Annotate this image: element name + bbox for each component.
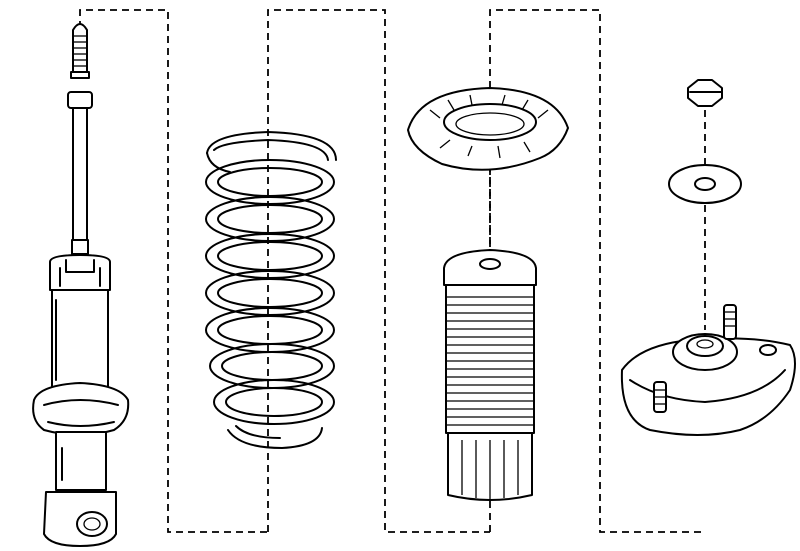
guide-line-spring-axis	[267, 9, 490, 533]
guide-line-shock-to-spring	[79, 9, 268, 533]
assembly-guide-lines	[79, 9, 706, 533]
bump-stop-dust-boot	[443, 249, 537, 501]
upper-strut-mount	[620, 304, 796, 436]
washer	[668, 164, 742, 204]
upper-nut	[687, 79, 723, 107]
upper-spring-seat	[407, 87, 569, 171]
coil-spring	[205, 131, 337, 449]
shock-absorber	[32, 23, 130, 547]
